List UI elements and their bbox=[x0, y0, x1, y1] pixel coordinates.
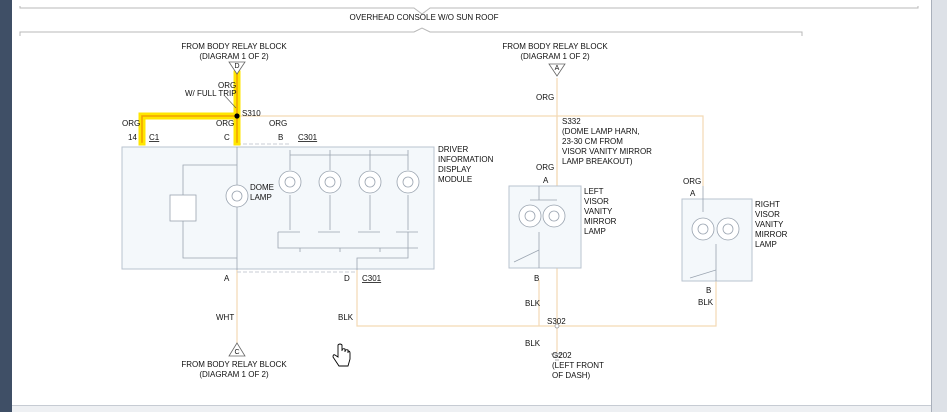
internal-harness bbox=[237, 143, 357, 273]
pin-a-bottom: A bbox=[224, 274, 230, 283]
wire-label-org-4: ORG bbox=[269, 119, 287, 128]
pin-left-visor-b: B bbox=[534, 274, 539, 283]
dome-lamp-label-2: LAMP bbox=[250, 193, 272, 202]
splice-s310-label: S310 bbox=[242, 109, 261, 118]
left-visor-label-2: VISOR bbox=[584, 197, 609, 206]
pin-14: 14 bbox=[128, 133, 137, 142]
connector-c1: C1 bbox=[149, 133, 160, 142]
wire-label-wht: WHT bbox=[216, 313, 234, 322]
pin-b: B bbox=[278, 133, 283, 142]
splice-s332-line3: VISOR VANITY MIRROR bbox=[562, 147, 652, 156]
pin-d-bottom: D bbox=[344, 274, 350, 283]
right-visor-internals bbox=[689, 186, 740, 281]
source-bottom-left-line1: FROM BODY RELAY BLOCK bbox=[181, 360, 287, 369]
dim-module-label-3: DISPLAY bbox=[438, 165, 472, 174]
full-trip-leader bbox=[223, 94, 237, 109]
wire-label-blk-4: BLK bbox=[525, 339, 541, 348]
dim-module-box bbox=[121, 146, 435, 270]
connector-c301-top: C301 bbox=[298, 133, 318, 142]
dim-lamp-icons bbox=[225, 170, 420, 208]
left-visor-label-1: LEFT bbox=[584, 187, 604, 196]
splice-s302-dot bbox=[554, 323, 560, 329]
splice-s332-line4: LAMP BREAKOUT) bbox=[562, 157, 633, 166]
pin-top-right: A bbox=[555, 65, 560, 72]
window-frame-bottom bbox=[12, 405, 931, 412]
right-visor-label-4: MIRROR bbox=[755, 230, 788, 239]
wiring-diagram: OVERHEAD CONSOLE W/O SUN ROOF FROM BODY … bbox=[19, 6, 919, 380]
pin-right-visor-b: B bbox=[706, 286, 711, 295]
left-visor-label-5: LAMP bbox=[584, 227, 606, 236]
right-visor-box bbox=[681, 198, 753, 282]
dim-module-label-4: MODULE bbox=[438, 175, 472, 184]
wire-label-org-5: ORG bbox=[536, 93, 554, 102]
dome-lamp-label-1: DOME bbox=[250, 183, 274, 192]
dim-module-label-2: INFORMATION bbox=[438, 155, 494, 164]
wire-label-org-2: ORG bbox=[122, 119, 140, 128]
left-visor-label-3: VANITY bbox=[584, 207, 613, 216]
splice-s310-dot bbox=[234, 113, 240, 119]
right-visor-label-5: LAMP bbox=[755, 240, 777, 249]
header-bracket bbox=[19, 6, 919, 36]
wire-label-blk-2: BLK bbox=[525, 299, 541, 308]
right-visor-label-3: VANITY bbox=[755, 220, 784, 229]
source-top-left-line2: (DIAGRAM 1 OF 2) bbox=[199, 52, 269, 61]
window-frame-left bbox=[0, 0, 12, 412]
pin-top-left: D bbox=[234, 63, 239, 70]
wire-label-blk-1: BLK bbox=[338, 313, 354, 322]
ground-g202-label: G202 bbox=[552, 351, 572, 360]
wire-label-org-1: ORG bbox=[218, 81, 236, 90]
connector-c301-bottom: C301 bbox=[362, 274, 382, 283]
left-visor-label-4: MIRROR bbox=[584, 217, 617, 226]
wire-label-full-trip: W/ FULL TRIP bbox=[185, 89, 237, 98]
connector-top-left bbox=[228, 61, 246, 75]
ground-symbol-icon bbox=[551, 353, 563, 361]
splice-s332-line2: 23-30 CM FROM bbox=[562, 137, 623, 146]
connector-bottom-left bbox=[228, 342, 246, 357]
dim-module-label-1: DRIVER bbox=[438, 145, 468, 154]
right-visor-label-2: VISOR bbox=[755, 210, 780, 219]
connector-top-right bbox=[548, 63, 566, 77]
wire-label-org-3: ORG bbox=[216, 119, 234, 128]
pin-bottom-left: C bbox=[234, 349, 239, 356]
splice-s302-label: S302 bbox=[547, 317, 566, 326]
source-top-left-line1: FROM BODY RELAY BLOCK bbox=[181, 42, 287, 51]
left-visor-box bbox=[508, 185, 582, 269]
source-top-right-line2: (DIAGRAM 1 OF 2) bbox=[520, 52, 590, 61]
pin-c: C bbox=[224, 133, 230, 142]
source-bottom-left-line2: (DIAGRAM 1 OF 2) bbox=[199, 370, 269, 379]
right-visor-label-1: RIGHT bbox=[755, 200, 780, 209]
highlighted-circuit bbox=[138, 70, 241, 146]
ground-g202-line2: OF DASH) bbox=[552, 371, 591, 380]
dim-module-internals bbox=[169, 147, 418, 270]
pin-right-visor-a: A bbox=[690, 189, 696, 198]
splice-s332-line1: (DOME LAMP HARN, bbox=[562, 127, 640, 136]
wire-label-blk-3: BLK bbox=[698, 298, 714, 307]
ground-g202-line1: (LEFT FRONT bbox=[552, 361, 604, 370]
wire-label-org-7: ORG bbox=[683, 177, 701, 186]
hand-cursor-icon bbox=[332, 343, 351, 367]
source-top-right-line1: FROM BODY RELAY BLOCK bbox=[502, 42, 608, 51]
vertical-scrollbar[interactable] bbox=[931, 0, 947, 412]
left-visor-internals bbox=[513, 186, 566, 268]
page-title: OVERHEAD CONSOLE W/O SUN ROOF bbox=[350, 13, 499, 22]
splice-s332-label: S332 bbox=[562, 117, 581, 126]
wire-label-org-6: ORG bbox=[536, 163, 554, 172]
pin-left-visor-a: A bbox=[543, 176, 549, 185]
